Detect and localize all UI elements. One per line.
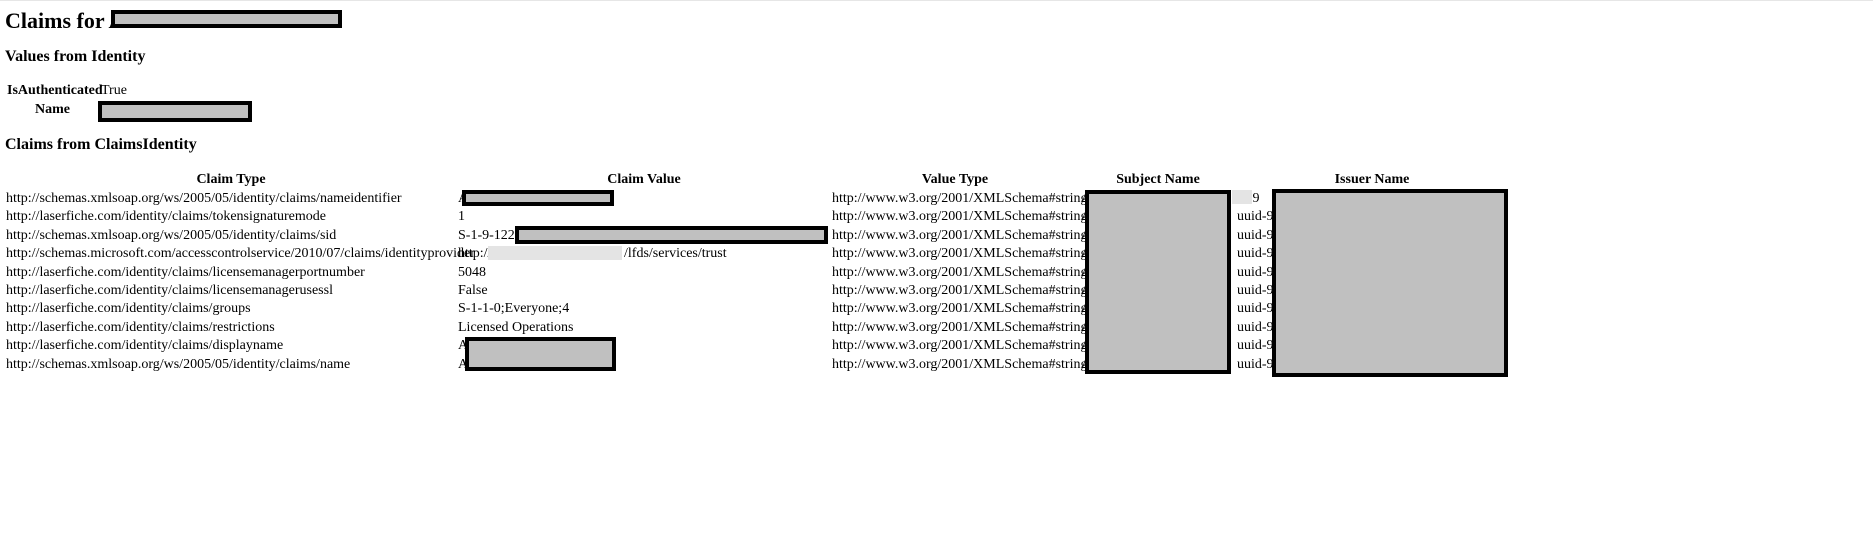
claim-type-cell: http://schemas.microsoft.com/accesscontr… — [6, 246, 475, 261]
claim-type-cell: http://laserfiche.com/identity/claims/li… — [6, 283, 333, 298]
header-value-type: Value Type — [921, 172, 989, 187]
claim-value-cell: 5048 — [458, 265, 486, 280]
value-type-cell: http://www.w3.org/2001/XMLSchema#string — [832, 283, 1088, 298]
redacted-displayname-value — [465, 337, 616, 371]
page-title-text: Claims for A — [5, 8, 125, 33]
header-subject-name: Subject Name — [1116, 172, 1200, 187]
value-type-cell: http://www.w3.org/2001/XMLSchema#string — [832, 246, 1088, 261]
issuer-name-cell: uuid-9 — [1237, 209, 1274, 224]
claim-type-cell: http://laserfiche.com/identity/claims/to… — [6, 209, 326, 224]
issuer-name-cell: uuid-9 — [1237, 301, 1274, 316]
redacted-issuer-name-column — [1272, 189, 1508, 377]
issuer-name-cell: uuid-9 — [1237, 283, 1274, 298]
claim-value-cell: 1 — [458, 209, 465, 224]
issuer-name-cell: uuid-9 — [1237, 320, 1274, 335]
value-type-cell: http://www.w3.org/2001/XMLSchema#string — [832, 357, 1088, 372]
identity-name-label: Name — [35, 102, 70, 117]
header-issuer-name: Issuer Name — [1334, 172, 1410, 187]
issuer-name-cell: uuid-9 — [1237, 265, 1274, 280]
redacted-account-name — [111, 10, 342, 28]
issuer-name-cell: uuid-9 — [1237, 338, 1274, 353]
claim-value-cell: A — [458, 338, 469, 353]
value-type-cell: http://www.w3.org/2001/XMLSchema#string — [832, 320, 1088, 335]
claim-value-cell: S-1-1-0;Everyone;4 — [458, 301, 570, 316]
claim-value-suffix: /lfds/services/trust — [624, 246, 727, 261]
value-type-cell: http://www.w3.org/2001/XMLSchema#string — [832, 338, 1088, 353]
redacted-nameidentifier-value — [462, 190, 614, 206]
blurred-identityprovider-host — [488, 246, 622, 260]
claim-type-cell: http://laserfiche.com/identity/claims/di… — [6, 338, 284, 353]
header-claim-type: Claim Type — [196, 172, 266, 187]
claim-type-cell: http://schemas.xmlsoap.org/ws/2005/05/id… — [6, 191, 402, 206]
redacted-sid-value — [515, 226, 828, 244]
value-type-cell: http://www.w3.org/2001/XMLSchema#string — [832, 209, 1088, 224]
claim-type-cell: http://laserfiche.com/identity/claims/li… — [6, 265, 365, 280]
identity-section-title: Values from Identity — [5, 48, 146, 65]
value-type-cell: http://www.w3.org/2001/XMLSchema#string — [832, 301, 1088, 316]
blurred-issuer-prefix — [1232, 190, 1252, 204]
claim-value-cell: A — [458, 357, 469, 372]
issuer-name-cell: uuid-9 — [1237, 246, 1274, 261]
claim-value-cell: http:// — [458, 246, 492, 261]
claim-value-cell: False — [458, 283, 488, 298]
is-authenticated-label: IsAuthenticated — [7, 83, 103, 98]
claim-type-cell: http://laserfiche.com/identity/claims/gr… — [6, 301, 251, 316]
page-title: Claims for A — [5, 8, 124, 34]
redacted-identity-name — [98, 101, 252, 122]
claim-type-cell: http://laserfiche.com/identity/claims/re… — [6, 320, 275, 335]
value-type-cell: http://www.w3.org/2001/XMLSchema#string — [832, 265, 1088, 280]
is-authenticated-value: True — [101, 83, 127, 98]
redacted-subject-name-column — [1085, 190, 1231, 374]
claim-type-cell: http://schemas.xmlsoap.org/ws/2005/05/id… — [6, 357, 351, 372]
value-type-cell: http://www.w3.org/2001/XMLSchema#string — [832, 191, 1088, 206]
issuer-name-cell: uuid-9 — [1237, 228, 1274, 243]
claim-value-cell: S-1-9-122- — [458, 228, 520, 243]
page-top-border — [0, 0, 1873, 1]
issuer-name-cell: uuid-9 — [1237, 357, 1274, 372]
claim-type-cell: http://schemas.xmlsoap.org/ws/2005/05/id… — [6, 228, 337, 243]
claim-value-cell: Licensed Operations — [458, 320, 574, 335]
header-claim-value: Claim Value — [607, 172, 681, 187]
claims-section-title: Claims from ClaimsIdentity — [5, 136, 197, 153]
value-type-cell: http://www.w3.org/2001/XMLSchema#string — [832, 228, 1088, 243]
